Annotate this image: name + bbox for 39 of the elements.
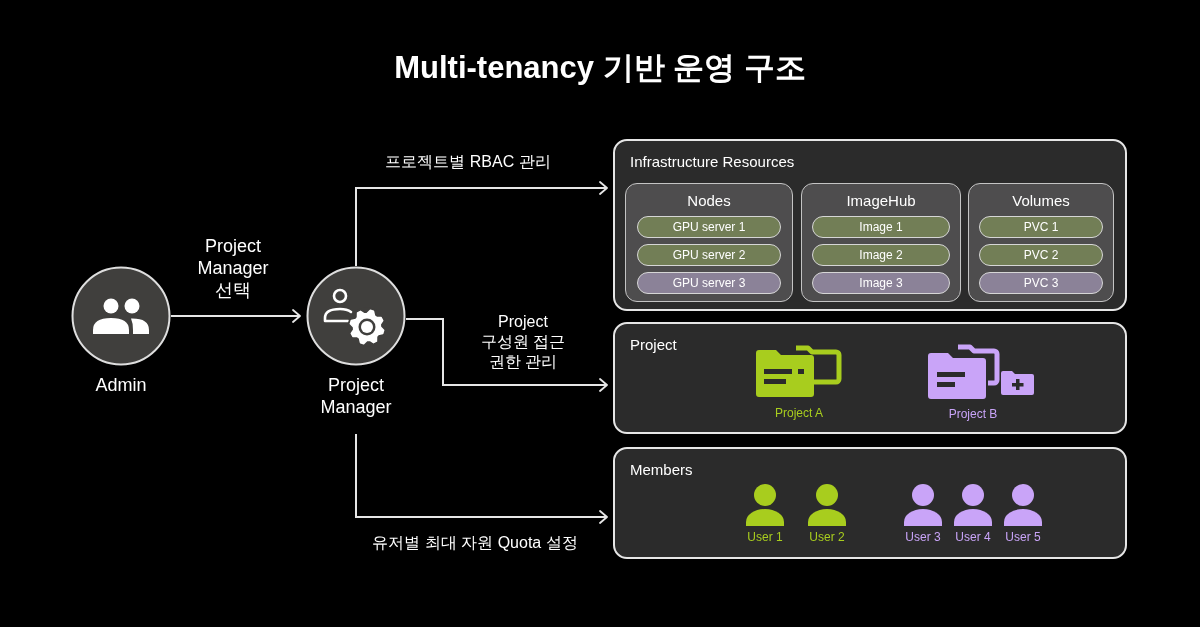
icon-caption: User 3 — [905, 529, 941, 545]
panel — [613, 447, 1127, 559]
arrow — [355, 433, 608, 524]
panel — [613, 139, 1127, 311]
edge-label: Project Manager 선택 — [196, 235, 270, 301]
arrow — [405, 318, 608, 392]
resource-pill: PVC 3 — [979, 272, 1103, 294]
edge-label: Project 구성원 접근 권한 관리 — [479, 312, 567, 372]
icon-caption: User 2 — [809, 529, 845, 545]
icon-caption: User 4 — [955, 529, 991, 545]
group-title: ImageHub — [846, 192, 916, 210]
resource-pill: GPU server 2 — [637, 244, 781, 266]
group-box — [968, 183, 1114, 302]
edge-label: 프로젝트별 RBAC 관리 — [385, 152, 551, 172]
resource-pill: Image 3 — [812, 272, 950, 294]
arrow — [355, 181, 608, 267]
panel-title: Infrastructure Resources — [630, 153, 795, 171]
panel — [613, 322, 1127, 434]
panel-title: Members — [630, 461, 693, 479]
node-label: Admin — [95, 374, 147, 396]
resource-pill: PVC 1 — [979, 216, 1103, 238]
node-label: Project Manager — [319, 374, 393, 418]
resource-pill: Image 2 — [812, 244, 950, 266]
resource-pill: GPU server 3 — [637, 272, 781, 294]
icon-caption: Project B — [948, 406, 998, 422]
resource-pill: GPU server 1 — [637, 216, 781, 238]
edge-label: 유저별 최대 자원 Quota 설정 — [372, 533, 578, 553]
group-box — [801, 183, 961, 302]
icon-caption: User 1 — [747, 529, 783, 545]
icon-caption: User 5 — [1005, 529, 1041, 545]
resource-pill: PVC 2 — [979, 244, 1103, 266]
group-title: Nodes — [687, 192, 731, 210]
title: Multi-tenancy 기반 운영 구조 — [394, 49, 806, 87]
icon-caption: Project A — [775, 405, 823, 421]
group-title: Volumes — [1012, 192, 1070, 210]
resource-pill: Image 1 — [812, 216, 950, 238]
panel-title: Project — [630, 336, 677, 354]
group-box — [625, 183, 793, 302]
arrow — [170, 309, 301, 323]
